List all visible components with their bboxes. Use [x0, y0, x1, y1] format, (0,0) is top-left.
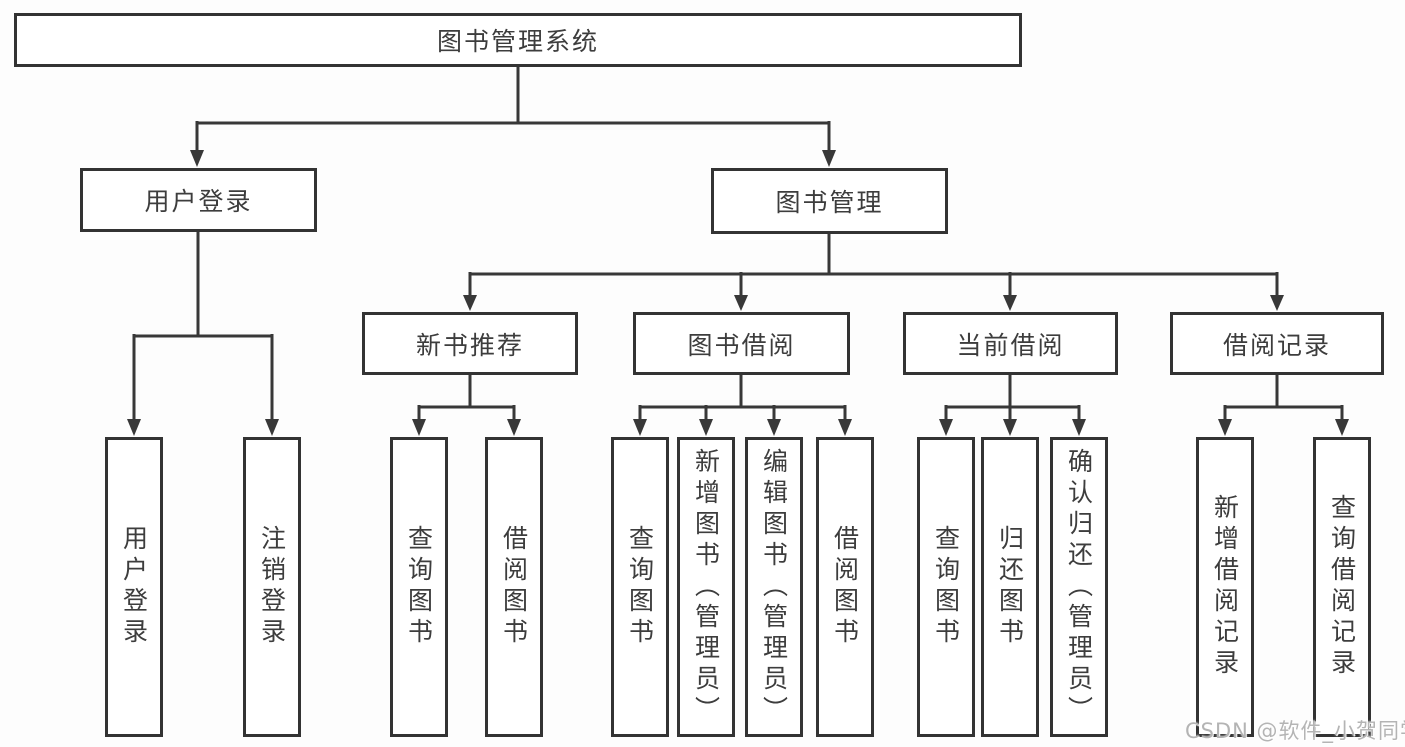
node-leaf-user-login: 用户登录 — [105, 437, 163, 737]
node-user-login-label: 用户登录 — [144, 187, 253, 216]
watermark: CSDN @软件_小贺同学 — [1185, 719, 1405, 743]
node-leaf-borrowing-add-books-admin-label: 新增图书（管理员） — [691, 447, 721, 727]
node-leaf-current-confirm-return-admin: 确认归还（管理员） — [1050, 437, 1108, 737]
node-user-login: 用户登录 — [80, 168, 317, 232]
node-root-system: 图书管理系统 — [14, 13, 1022, 67]
node-leaf-borrowing-edit-books-admin-label: 编辑图书（管理员） — [759, 447, 789, 727]
node-leaf-recommend-query-books-label: 查询图书 — [404, 525, 434, 649]
connector-user-login-children — [132, 232, 274, 421]
connector-borrowing-children — [638, 375, 847, 421]
node-leaf-records-add-record: 新增借阅记录 — [1196, 437, 1254, 737]
node-leaf-current-query-books-label: 查询图书 — [931, 525, 961, 649]
connector-current-children — [944, 375, 1081, 421]
node-leaf-records-add-record-label: 新增借阅记录 — [1210, 494, 1240, 680]
connector-recommend-children — [417, 375, 516, 421]
node-leaf-logout: 注销登录 — [243, 437, 301, 737]
node-book-management: 图书管理 — [711, 168, 948, 234]
connector-book-management-children — [468, 234, 1279, 297]
connector-root-to-level2 — [195, 67, 831, 152]
node-leaf-current-return-books: 归还图书 — [981, 437, 1039, 737]
node-book-borrowing-label: 图书借阅 — [687, 330, 796, 360]
node-leaf-user-login-label: 用户登录 — [119, 525, 149, 649]
node-borrow-records: 借阅记录 — [1170, 312, 1384, 375]
node-current-borrowing-label: 当前借阅 — [956, 330, 1065, 360]
node-leaf-borrowing-borrow-books: 借阅图书 — [816, 437, 874, 737]
node-leaf-borrowing-query-books: 查询图书 — [611, 437, 669, 737]
node-leaf-recommend-borrow-books: 借阅图书 — [485, 437, 543, 737]
node-leaf-logout-label: 注销登录 — [257, 525, 287, 649]
node-leaf-records-query-record-label: 查询借阅记录 — [1327, 494, 1357, 680]
node-leaf-borrowing-query-books-label: 查询图书 — [625, 525, 655, 649]
node-new-book-recommend: 新书推荐 — [362, 312, 578, 375]
connector-records-children — [1223, 375, 1344, 421]
node-leaf-recommend-query-books: 查询图书 — [390, 437, 448, 737]
node-new-book-recommend-label: 新书推荐 — [415, 330, 524, 360]
node-leaf-recommend-borrow-books-label: 借阅图书 — [499, 525, 529, 649]
node-root-system-label: 图书管理系统 — [436, 27, 599, 56]
node-leaf-borrowing-borrow-books-label: 借阅图书 — [830, 525, 860, 649]
node-leaf-current-confirm-return-admin-label: 确认归还（管理员） — [1064, 447, 1094, 727]
node-book-borrowing: 图书借阅 — [633, 312, 850, 375]
node-leaf-current-query-books: 查询图书 — [917, 437, 975, 737]
node-leaf-records-query-record: 查询借阅记录 — [1313, 437, 1371, 737]
node-borrow-records-label: 借阅记录 — [1222, 330, 1331, 360]
node-book-management-label: 图书管理 — [775, 188, 884, 217]
node-leaf-borrowing-add-books-admin: 新增图书（管理员） — [677, 437, 735, 737]
node-leaf-borrowing-edit-books-admin: 编辑图书（管理员） — [745, 437, 803, 737]
node-current-borrowing: 当前借阅 — [903, 312, 1118, 375]
arrowheads — [127, 150, 1349, 436]
node-leaf-current-return-books-label: 归还图书 — [995, 525, 1025, 649]
